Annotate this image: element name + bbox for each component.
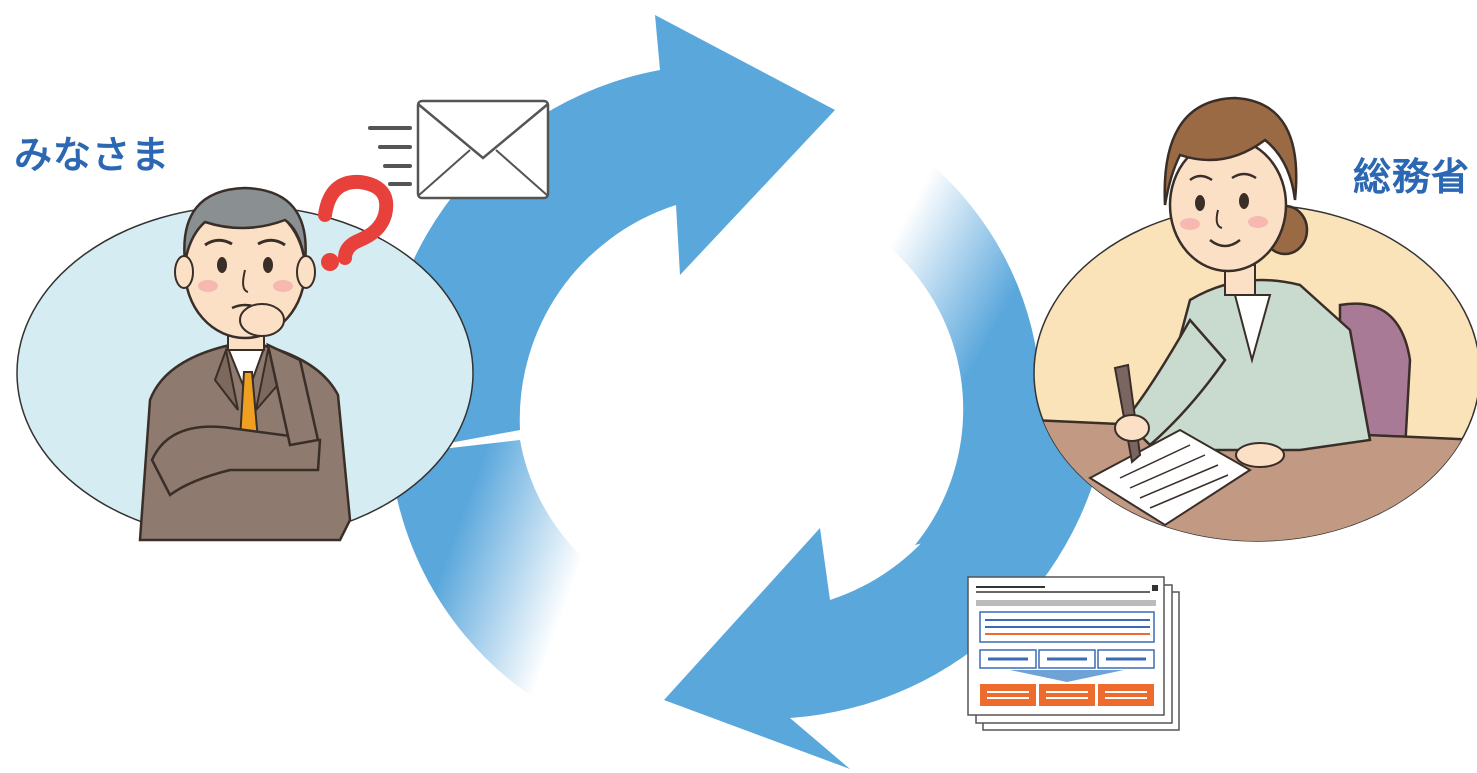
cycle-arrows-icon xyxy=(381,15,1110,769)
cycle-arrow-left-arc xyxy=(390,440,660,705)
envelope-icon xyxy=(368,99,550,200)
left-party-label: みなさま xyxy=(14,133,171,177)
question-mark-icon xyxy=(318,174,394,271)
left-party-group xyxy=(16,174,474,542)
confused-businessman-icon xyxy=(138,186,352,542)
cycle-arrow-bottom xyxy=(664,390,1110,769)
right-party-label: 総務省 xyxy=(1353,155,1471,199)
document-stack-icon xyxy=(967,576,1180,731)
cycle-arrow-top xyxy=(381,15,835,455)
woman-head xyxy=(1163,96,1309,273)
